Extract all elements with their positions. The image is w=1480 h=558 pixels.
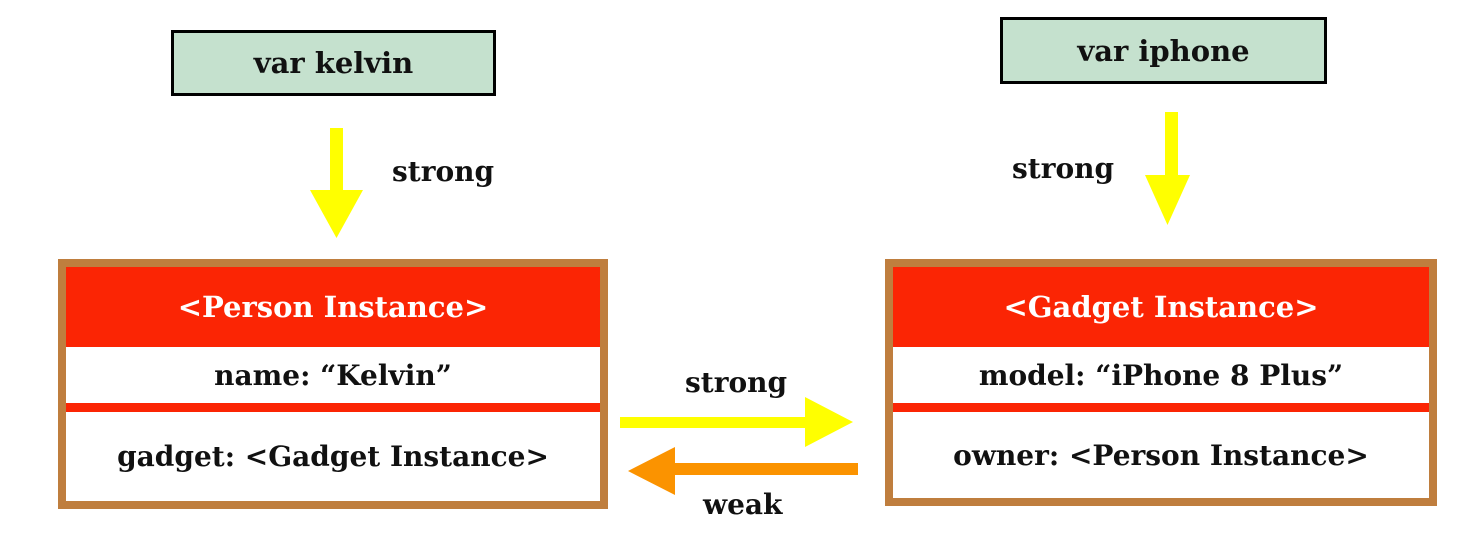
row-divider [893, 403, 1429, 412]
row-divider [66, 403, 600, 412]
gadget-owner-row: owner: <Person Instance> [893, 412, 1429, 498]
person-gadget-row: gadget: <Gadget Instance> [66, 412, 600, 501]
gadget-model-row: model: “iPhone 8 Plus” [893, 347, 1429, 403]
gadget-instance-title: <Gadget Instance> [893, 267, 1429, 347]
var-kelvin-box: var kelvin [171, 30, 496, 96]
strong-arrow-person-to-gadget-icon [620, 397, 853, 447]
strong-label-iphone: strong [1012, 152, 1115, 185]
var-iphone-box: var iphone [1000, 17, 1327, 84]
strong-label-kelvin: strong [392, 155, 495, 188]
strong-label-person-to-gadget: strong [685, 366, 788, 399]
weak-label-gadget-to-person: weak [703, 488, 783, 521]
person-instance-title: <Person Instance> [66, 267, 600, 347]
strong-arrow-kelvin-to-person-icon [310, 128, 363, 238]
person-instance-box: <Person Instance> name: “Kelvin” gadget:… [58, 259, 608, 509]
gadget-instance-box: <Gadget Instance> model: “iPhone 8 Plus”… [885, 259, 1437, 506]
person-name-row: name: “Kelvin” [66, 347, 600, 403]
strong-arrow-iphone-to-gadget-icon [1145, 112, 1190, 225]
